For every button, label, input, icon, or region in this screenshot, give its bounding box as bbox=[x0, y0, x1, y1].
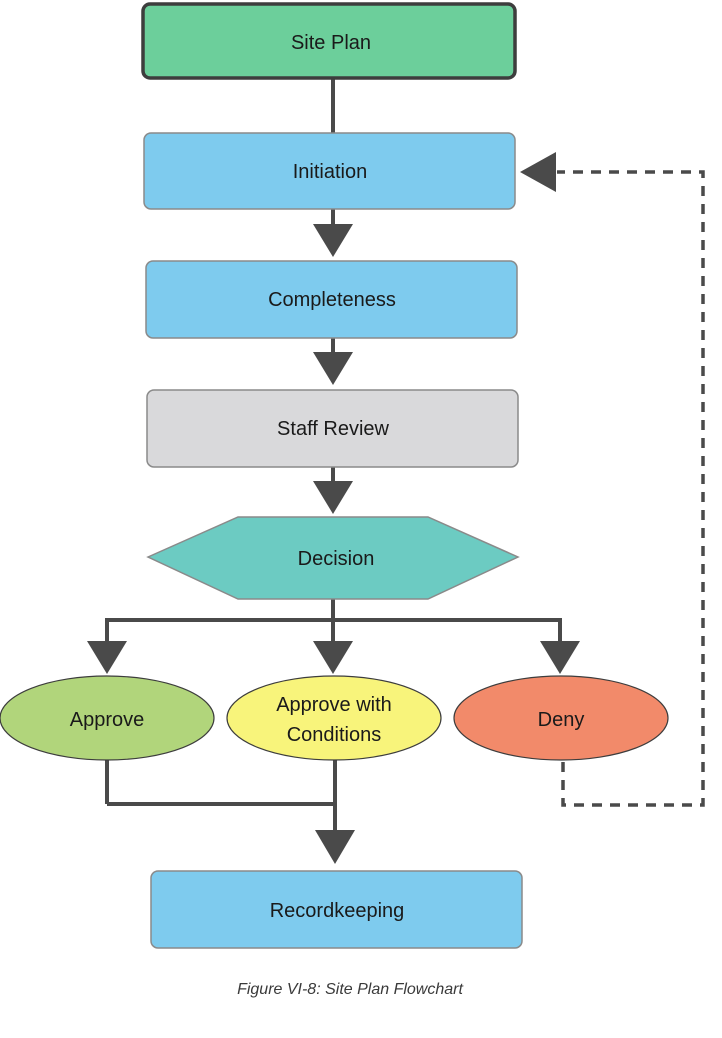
node-staff-review: Staff Review bbox=[146, 389, 519, 468]
node-decision: Decision bbox=[146, 516, 520, 600]
figure-caption: Figure VI-8: Site Plan Flowchart bbox=[237, 981, 463, 998]
decision-label: Decision bbox=[298, 548, 375, 570]
approve-conditions-label-line1: Approve with bbox=[276, 694, 392, 716]
arrowhead-approve-conditions bbox=[313, 641, 353, 674]
approve-label: Approve bbox=[70, 709, 145, 731]
initiation-label: Initiation bbox=[293, 161, 368, 183]
node-approve-with-conditions: Approve with Conditions bbox=[226, 675, 442, 761]
arrowhead-recordkeeping bbox=[315, 830, 355, 864]
arrowheads bbox=[87, 152, 580, 864]
site-plan-label: Site Plan bbox=[291, 32, 371, 54]
node-initiation: Initiation bbox=[143, 132, 516, 210]
arrowhead-staff-review bbox=[313, 352, 353, 385]
arrowhead-completeness bbox=[313, 224, 353, 257]
connectors bbox=[105, 78, 705, 832]
arrowhead-approve bbox=[87, 641, 127, 674]
connector-branch-bar bbox=[105, 618, 562, 642]
node-completeness: Completeness bbox=[145, 260, 518, 339]
node-approve: Approve bbox=[0, 675, 215, 761]
node-deny: Deny bbox=[453, 675, 669, 761]
recordkeeping-label: Recordkeeping bbox=[270, 900, 405, 922]
deny-label: Deny bbox=[538, 709, 585, 731]
completeness-label: Completeness bbox=[268, 289, 396, 311]
arrowhead-loop-initiation bbox=[520, 152, 556, 192]
connector-deny-loop bbox=[557, 170, 705, 807]
node-site-plan: Site Plan bbox=[141, 2, 517, 80]
arrowhead-deny bbox=[540, 641, 580, 674]
node-recordkeeping: Recordkeeping bbox=[150, 870, 523, 949]
approve-conditions-label-line2: Conditions bbox=[287, 724, 382, 746]
arrowhead-decision bbox=[313, 481, 353, 514]
site-plan-flowchart: Site Plan Initiation Completeness Staff … bbox=[0, 2, 705, 949]
staff-review-label: Staff Review bbox=[277, 418, 389, 440]
